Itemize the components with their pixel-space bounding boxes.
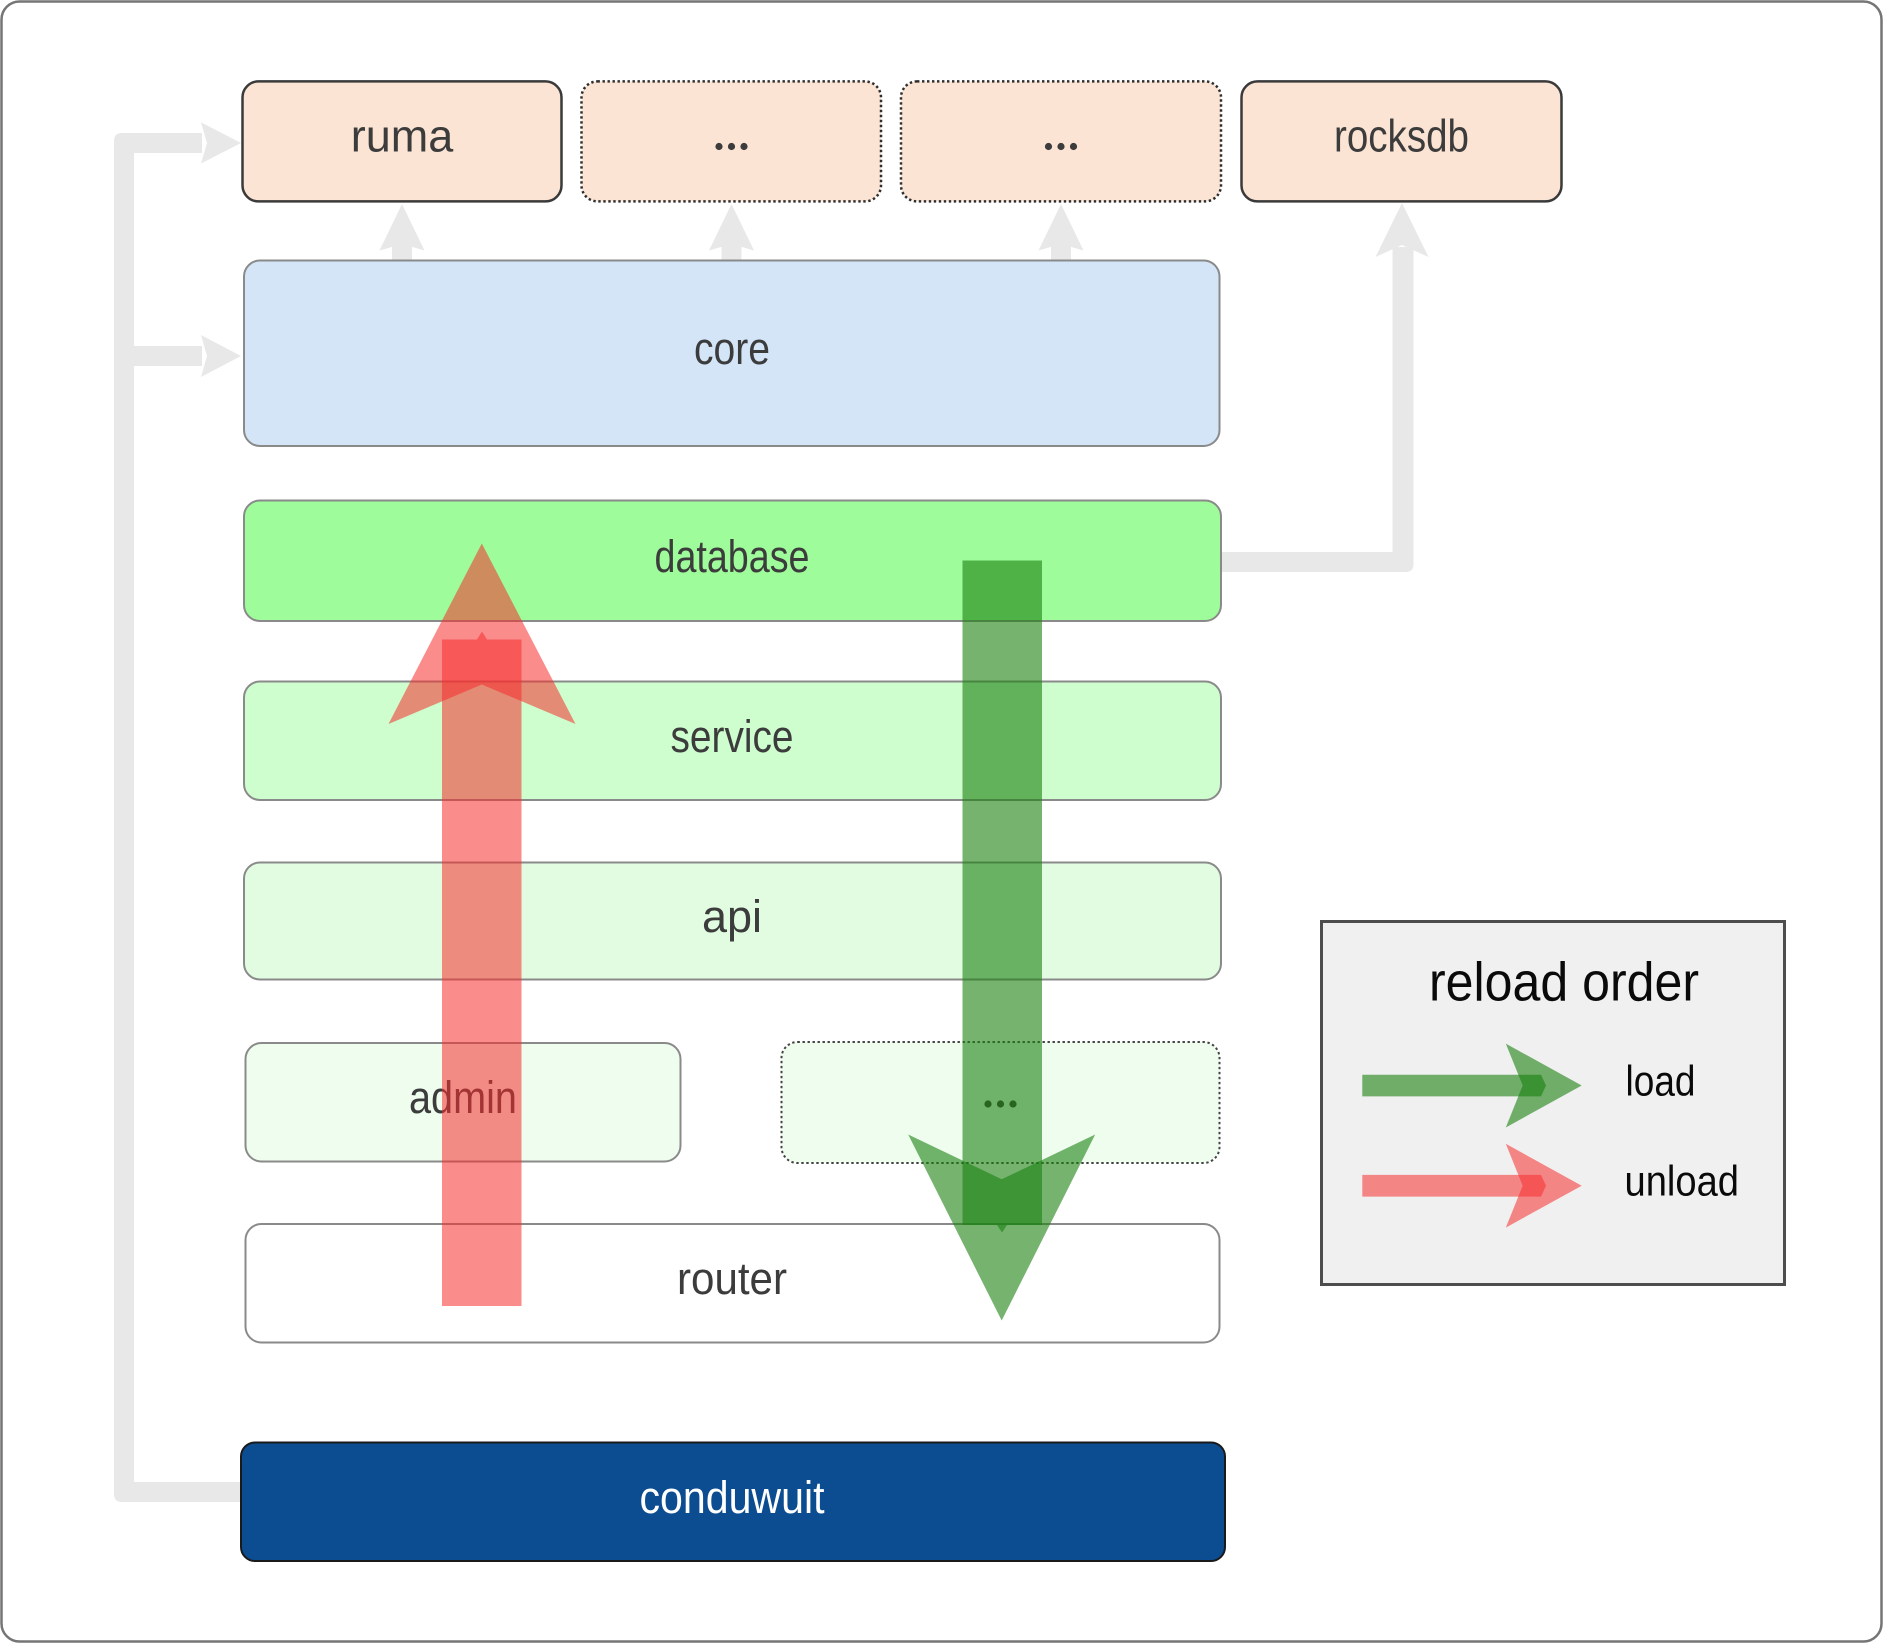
svg-text:service: service	[671, 711, 794, 762]
svg-text:ruma: ruma	[351, 111, 454, 162]
svg-text:rocksdb: rocksdb	[1334, 111, 1469, 162]
svg-text:database: database	[655, 531, 810, 582]
svg-text:conduwuit: conduwuit	[640, 1472, 825, 1523]
svg-text:load: load	[1626, 1058, 1696, 1106]
svg-text:router: router	[677, 1253, 787, 1304]
svg-text:unload: unload	[1625, 1158, 1740, 1206]
svg-text:reload order: reload order	[1429, 951, 1699, 1013]
svg-text:api: api	[702, 891, 762, 942]
svg-text:core: core	[694, 323, 770, 374]
